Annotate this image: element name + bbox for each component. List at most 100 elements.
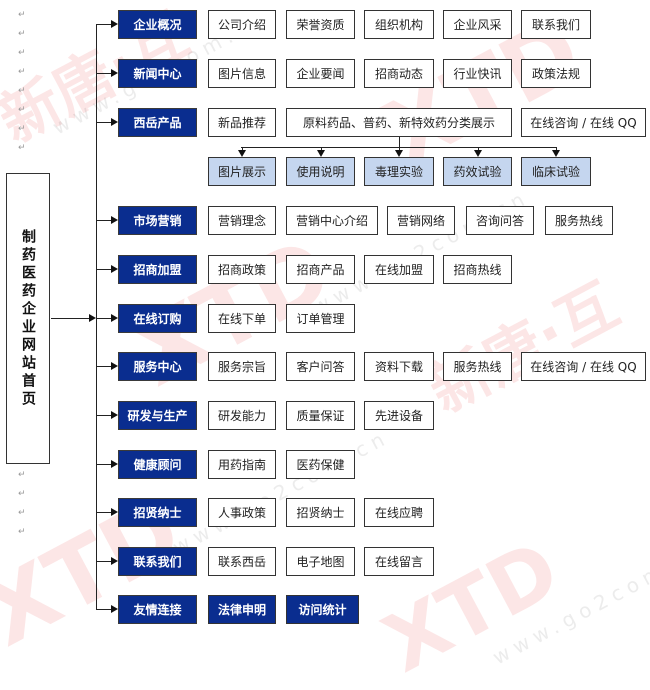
branch-line — [96, 464, 111, 465]
category-node[interactable]: 服务中心 — [118, 352, 197, 381]
category-node[interactable]: 西岳产品 — [118, 108, 197, 137]
subpage-node[interactable]: 咨询问答 — [466, 206, 534, 235]
trunk-line — [96, 25, 97, 610]
arrow-right-icon — [111, 216, 118, 224]
arrow-right-icon — [89, 314, 96, 322]
subpage-node[interactable]: 在线下单 — [208, 304, 276, 333]
subpage-node[interactable]: 访问统计 — [286, 595, 359, 624]
root-label: 制药医药企业网站首页 — [20, 228, 36, 409]
subpage-node[interactable]: 订单管理 — [286, 304, 355, 333]
subpage-node[interactable]: 联系我们 — [521, 10, 591, 39]
branch-line — [96, 220, 111, 221]
arrow-right-icon — [111, 362, 118, 370]
category-node[interactable]: 研发与生产 — [118, 401, 197, 430]
root-connector — [51, 318, 89, 319]
watermark-url: www.go2com.cn — [308, 184, 534, 320]
subpage-node[interactable]: 在线留言 — [364, 547, 434, 576]
arrow-right-icon — [111, 265, 118, 273]
watermark-url: www.go2com.cn — [488, 534, 650, 670]
branch-line — [96, 24, 111, 25]
branch-line — [96, 73, 111, 74]
category-node[interactable]: 友情连接 — [118, 595, 197, 624]
branch-line — [96, 318, 111, 319]
arrow-right-icon — [111, 314, 118, 322]
subpage-node[interactable]: 企业要闻 — [286, 59, 355, 88]
subpage-node[interactable]: 服务热线 — [545, 206, 613, 235]
arrow-right-icon — [111, 605, 118, 613]
watermark-url: www.go2com.cn — [168, 424, 394, 560]
branch-line — [96, 269, 111, 270]
arrow-right-icon — [111, 118, 118, 126]
category-node[interactable]: 招贤纳士 — [118, 498, 197, 527]
subpage-node[interactable]: 在线咨询 / 在线 QQ — [521, 108, 646, 137]
subpage-node[interactable]: 招贤纳士 — [286, 498, 355, 527]
arrow-right-icon — [111, 460, 118, 468]
subpage-node[interactable]: 营销理念 — [208, 206, 276, 235]
category-node[interactable]: 新闻中心 — [118, 59, 197, 88]
subpage-node[interactable]: 在线加盟 — [364, 255, 434, 284]
subpage-node[interactable]: 资料下载 — [364, 352, 434, 381]
drop-line — [399, 147, 400, 151]
subpage-node[interactable]: 招商动态 — [364, 59, 434, 88]
product-detail-node[interactable]: 临床试验 — [521, 157, 591, 186]
category-node[interactable]: 联系我们 — [118, 547, 197, 576]
category-node[interactable]: 招商加盟 — [118, 255, 197, 284]
category-node[interactable]: 健康顾问 — [118, 450, 197, 479]
arrow-down-icon — [395, 150, 403, 157]
arrow-down-icon — [317, 150, 325, 157]
subpage-node[interactable]: 原料药品、普药、新特效药分类展示 — [286, 108, 512, 137]
subpage-node[interactable]: 营销中心介绍 — [286, 206, 378, 235]
branch-line — [96, 512, 111, 513]
category-node[interactable]: 市场营销 — [118, 206, 197, 235]
subpage-node[interactable]: 服务热线 — [443, 352, 512, 381]
branch-line — [96, 366, 111, 367]
subpage-node[interactable]: 研发能力 — [208, 401, 276, 430]
drop-line — [556, 147, 557, 151]
subpage-node[interactable]: 招商产品 — [286, 255, 355, 284]
arrow-down-icon — [474, 150, 482, 157]
subpage-node[interactable]: 行业快讯 — [443, 59, 512, 88]
subpage-node[interactable]: 招商热线 — [443, 255, 512, 284]
arrow-right-icon — [111, 20, 118, 28]
product-detail-node[interactable]: 药效试验 — [443, 157, 512, 186]
arrow-right-icon — [111, 69, 118, 77]
subpage-node[interactable]: 图片信息 — [208, 59, 276, 88]
subpage-node[interactable]: 营销网络 — [387, 206, 455, 235]
subpage-node[interactable]: 人事政策 — [208, 498, 276, 527]
arrow-down-icon — [552, 150, 560, 157]
drop-line — [242, 147, 243, 151]
subpage-node[interactable]: 医药保健 — [286, 450, 355, 479]
arrow-down-icon — [238, 150, 246, 157]
category-node[interactable]: 在线订购 — [118, 304, 197, 333]
subpage-node[interactable]: 先进设备 — [364, 401, 434, 430]
subpage-node[interactable]: 质量保证 — [286, 401, 355, 430]
subpage-node[interactable]: 荣誉资质 — [286, 10, 355, 39]
product-detail-node[interactable]: 图片展示 — [208, 157, 276, 186]
subpage-node[interactable]: 新品推荐 — [208, 108, 276, 137]
arrow-right-icon — [111, 557, 118, 565]
drop-line — [478, 147, 479, 151]
category-node[interactable]: 企业概况 — [118, 10, 197, 39]
subpage-node[interactable]: 组织机构 — [364, 10, 434, 39]
subpage-node[interactable]: 服务宗旨 — [208, 352, 276, 381]
subpage-node[interactable]: 招商政策 — [208, 255, 276, 284]
arrow-right-icon — [111, 508, 118, 516]
branch-line — [96, 609, 111, 610]
product-detail-node[interactable]: 毒理实验 — [364, 157, 434, 186]
subpage-node[interactable]: 企业风采 — [443, 10, 512, 39]
subpage-node[interactable]: 电子地图 — [286, 547, 355, 576]
subpage-node[interactable]: 法律申明 — [208, 595, 276, 624]
root-node: 制药医药企业网站首页 — [6, 173, 50, 464]
subpage-node[interactable]: 政策法规 — [521, 59, 591, 88]
branch-line — [96, 122, 111, 123]
arrow-right-icon — [111, 411, 118, 419]
subpage-node[interactable]: 在线咨询 / 在线 QQ — [521, 352, 646, 381]
subpage-node[interactable]: 公司介绍 — [208, 10, 276, 39]
branch-line — [96, 415, 111, 416]
product-stem — [399, 137, 400, 147]
subpage-node[interactable]: 用药指南 — [208, 450, 276, 479]
subpage-node[interactable]: 客户问答 — [286, 352, 355, 381]
product-detail-node[interactable]: 使用说明 — [286, 157, 355, 186]
subpage-node[interactable]: 联系西岳 — [208, 547, 276, 576]
subpage-node[interactable]: 在线应聘 — [364, 498, 434, 527]
